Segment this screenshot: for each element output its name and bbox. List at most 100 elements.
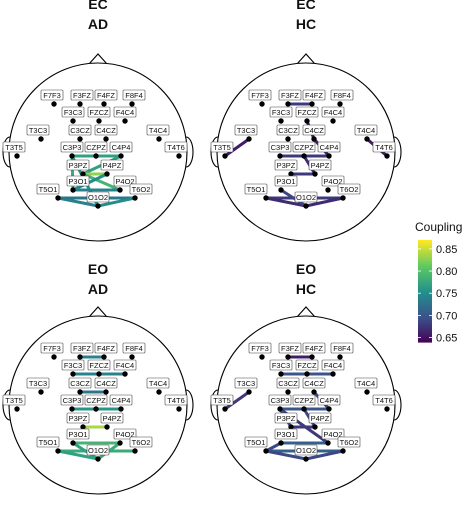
node-t3c3 (246, 136, 252, 142)
channel-label-box (66, 175, 90, 187)
node-p3o1 (278, 440, 284, 446)
channel-label-f8f4: F8F4 (125, 91, 143, 100)
channel-label-box (372, 394, 396, 406)
channel-label-f3fz: F3FZ (73, 91, 91, 100)
node-t5o1 (263, 195, 269, 201)
channel-label-t3t5: T3T5 (5, 396, 23, 405)
node-f4c4 (122, 118, 128, 124)
channel-label-fzcz: FZCZ (89, 108, 109, 117)
channel-label-box (94, 342, 118, 354)
node-f7f3 (51, 354, 57, 360)
node-c4cz (103, 136, 109, 142)
node-c3p3 (277, 406, 283, 412)
edge-p3o1-p4pz (71, 172, 109, 192)
legend-swatch (418, 308, 432, 311)
node-p3pz (80, 424, 86, 430)
legend-swatch (418, 296, 432, 299)
channel-label-box (66, 428, 90, 440)
edge-p3o1-o1o2 (279, 188, 308, 208)
channel-label-c4p4: C4P4 (112, 143, 131, 152)
channel-label-box (302, 342, 326, 354)
legend-swatch (418, 306, 432, 309)
node-p3o1 (70, 440, 76, 446)
node-fzcz (304, 371, 310, 377)
legend-swatch (418, 279, 432, 282)
node-p4pz (312, 424, 318, 430)
panel-condition: EC (88, 0, 107, 12)
channel-label-box (2, 141, 26, 153)
channel-label-t4t6: T4T6 (167, 143, 185, 152)
legend-swatch (418, 299, 432, 302)
legend-swatch (418, 250, 432, 253)
legend-tick-label: 0.80 (436, 266, 457, 278)
channel-label-f4fz: F4FZ (305, 344, 323, 353)
channel-label-box (278, 89, 302, 101)
channel-label-box (276, 124, 300, 136)
node-t6o2 (132, 195, 138, 201)
node-t3t5 (222, 406, 228, 412)
channel-label-box (109, 394, 133, 406)
channel-label-box (94, 124, 118, 136)
channel-label-f8f4: F8F4 (125, 344, 143, 353)
channel-label-f7f3: F7F3 (43, 344, 61, 353)
legend-tick-label: 0.75 (436, 288, 457, 300)
node-o1o2 (303, 203, 309, 209)
edge-o1o2-t6o2 (304, 449, 345, 461)
legend-tick-label: 0.70 (436, 310, 457, 322)
channel-label-f4fz: F4FZ (305, 91, 323, 100)
node-czpz (301, 153, 307, 159)
legend-swatch (418, 263, 432, 267)
panel-condition: EO (296, 261, 316, 277)
legend-swatch (418, 284, 432, 287)
legend-swatch (418, 333, 432, 336)
channel-label-fzcz: FZCZ (297, 108, 317, 117)
node-p4pz (312, 171, 318, 177)
node-c3cz (285, 136, 291, 142)
legend-swatch (418, 309, 432, 312)
channel-label-f7f3: F7F3 (43, 91, 61, 100)
node-o1o2 (303, 456, 309, 462)
channel-label-f3c3: F3C3 (64, 361, 82, 370)
channel-label-t4c4: T4C4 (357, 126, 375, 135)
channel-label-box (321, 428, 345, 440)
channel-label-box (354, 124, 378, 136)
channel-label-f7f3: F7F3 (251, 344, 269, 353)
channel-label-t5o1: T5O1 (39, 438, 58, 447)
channel-label-box (129, 183, 153, 195)
node-p3o1 (70, 187, 76, 193)
channel-label-box (94, 89, 118, 101)
legend-swatch (418, 280, 432, 284)
channel-label-fzcz: FZCZ (297, 361, 317, 370)
legend-swatch (418, 257, 432, 260)
channel-label-box (66, 159, 90, 171)
node-f4c4 (330, 371, 336, 377)
panel-group: HC (296, 16, 316, 32)
legend-tick-label: 0.85 (436, 244, 457, 256)
node-t6o2 (132, 448, 138, 454)
channel-label-f3fz: F3FZ (73, 344, 91, 353)
channel-label-f3c3: F3C3 (64, 108, 82, 117)
channel-label-box (292, 141, 316, 153)
channel-label-box (60, 141, 84, 153)
legend-swatch (418, 285, 432, 289)
legend-swatch (418, 245, 432, 248)
channel-label-box (146, 124, 170, 136)
legend-swatch (418, 268, 432, 272)
node-p4pz (104, 171, 110, 177)
node-f8f4 (129, 101, 135, 107)
node-c4cz (311, 136, 317, 142)
channel-label-czpz: CZPZ (86, 396, 106, 405)
node-f3fz (77, 101, 83, 107)
channel-label-box (321, 175, 345, 187)
channel-label-box (317, 141, 341, 153)
channel-label-box (87, 359, 111, 371)
node-fzcz (96, 371, 102, 377)
channel-label-box (308, 159, 332, 171)
channel-label-czpz: CZPZ (86, 143, 106, 152)
channel-label-p4pz: P4PZ (103, 161, 122, 170)
channel-label-box (26, 377, 50, 389)
channel-label-box (302, 89, 326, 101)
channel-label-box (248, 342, 272, 354)
channel-label-p3o1: P3O1 (276, 430, 295, 439)
